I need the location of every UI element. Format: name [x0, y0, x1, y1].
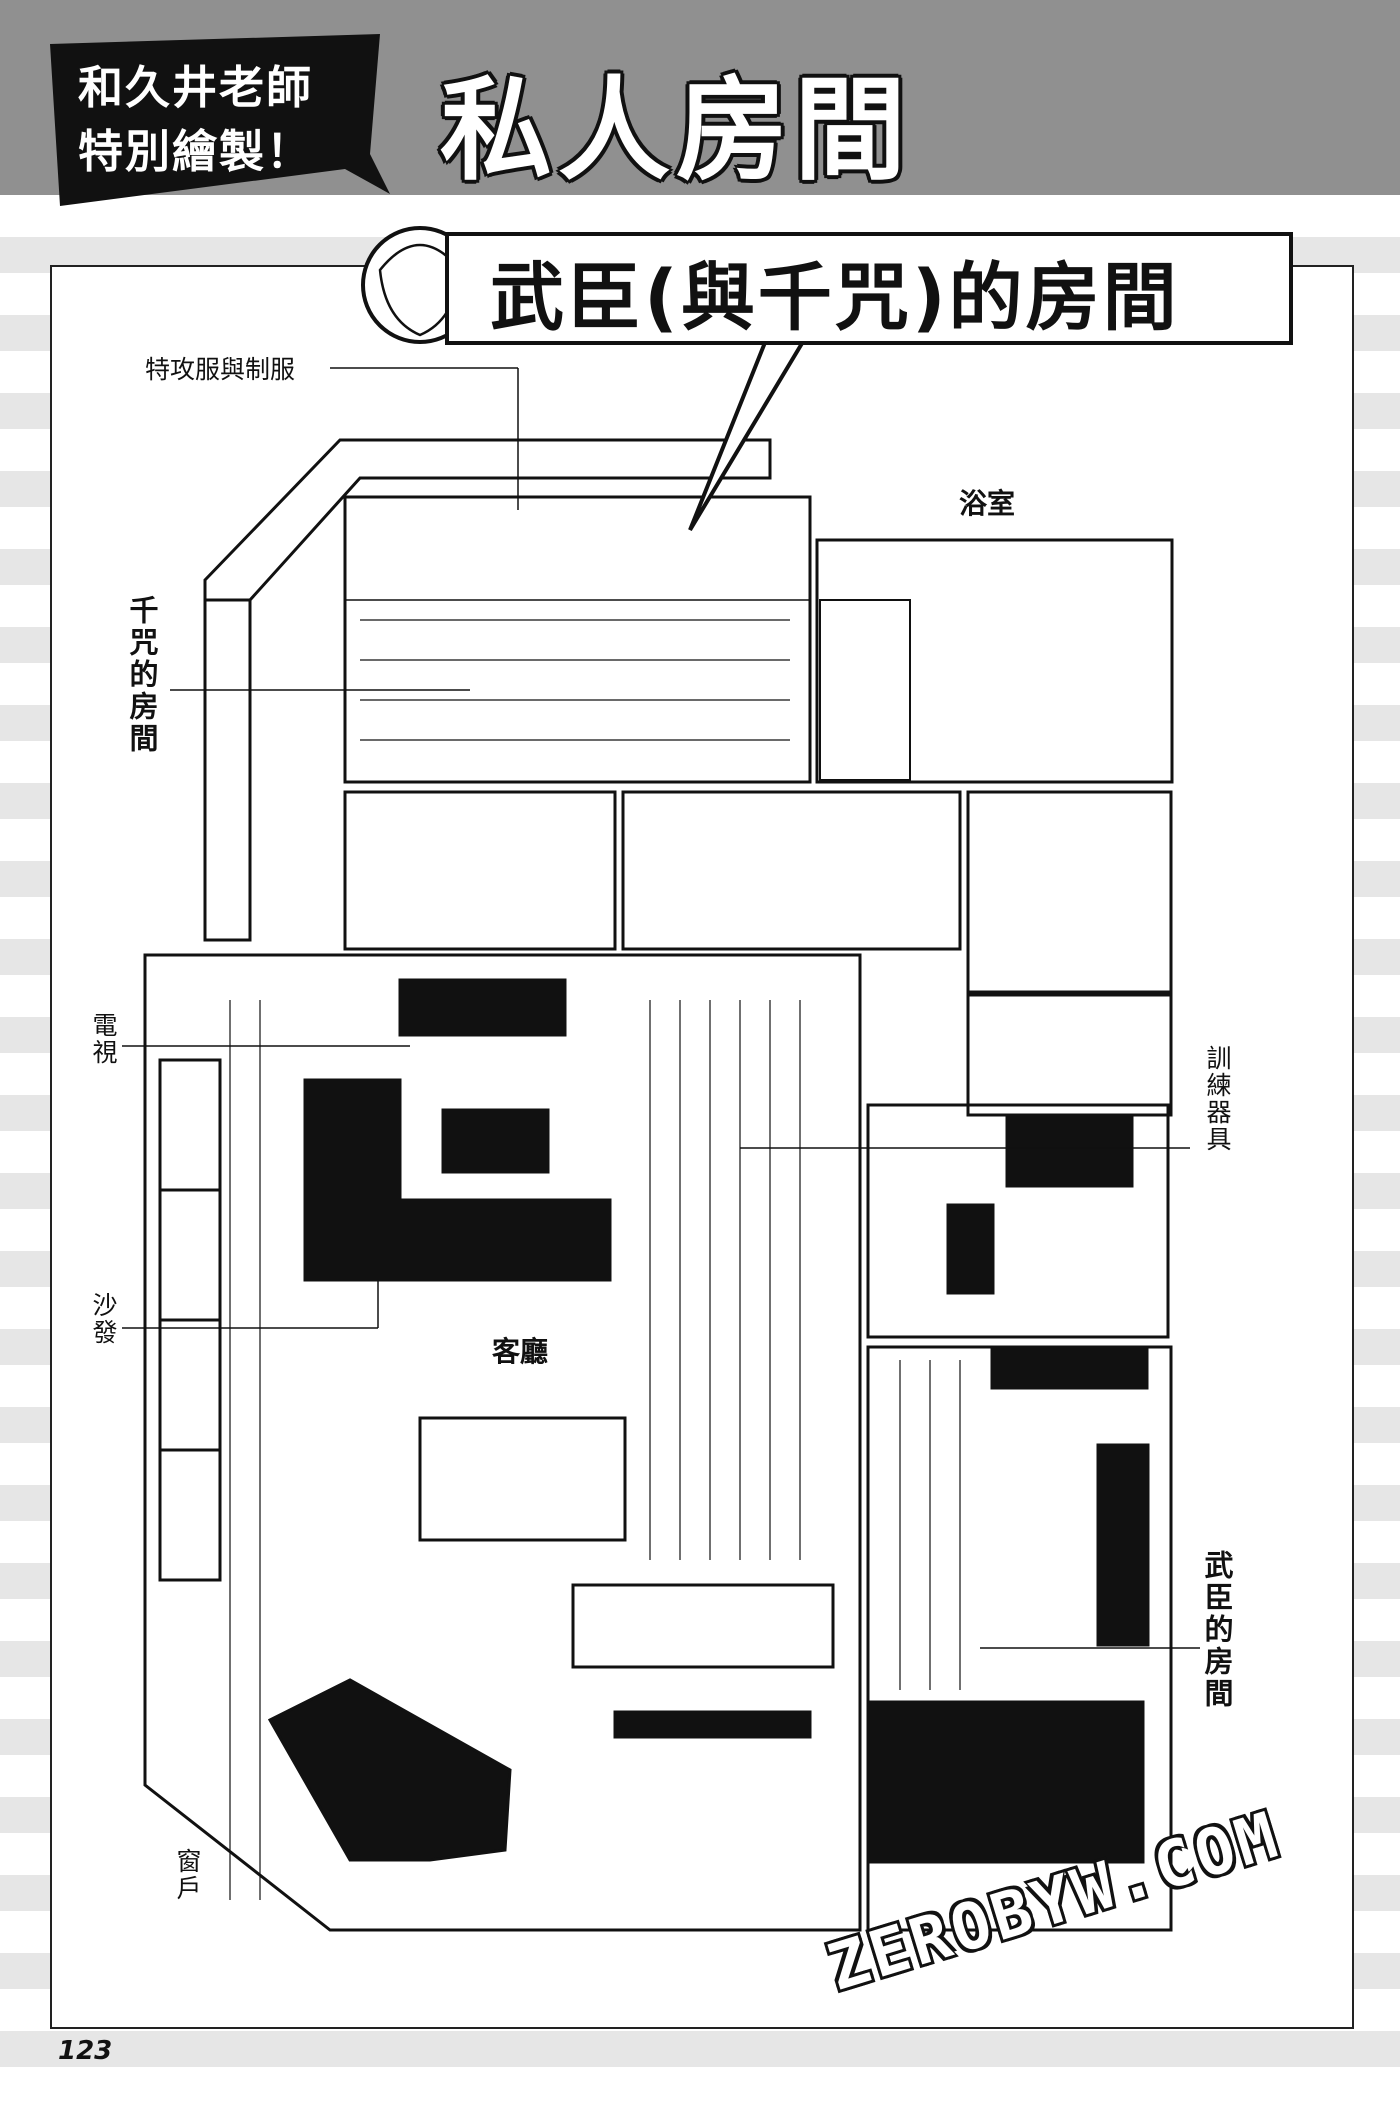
label-bathroom: 浴室: [955, 482, 1020, 522]
tag-text: 和久井老師 特別繪製！: [78, 56, 348, 184]
label-window: 窗戶: [172, 1848, 202, 1902]
label-tv: 電視: [88, 1012, 118, 1066]
tag-line-2: 特別繪製！: [78, 125, 314, 178]
speech-bubble: [445, 232, 1293, 345]
page-number: 123: [58, 2036, 113, 2066]
bubble-title: 武臣(與千咒)的房間: [490, 255, 1180, 341]
page-title: 私人房間: [440, 66, 912, 196]
tag-badge: [50, 34, 390, 206]
label-uniform: 特攻服與制服: [145, 355, 296, 384]
tag-line-1: 和久井老師: [78, 61, 314, 114]
label-sofa: 沙發: [88, 1292, 118, 1346]
label-training: 訓練器具: [1202, 1045, 1232, 1153]
label-living-room: 客廳: [488, 1330, 553, 1370]
label-takeomi-room: 武臣的房間: [1200, 1550, 1234, 1710]
label-senju-room: 千咒的房間: [125, 595, 159, 755]
